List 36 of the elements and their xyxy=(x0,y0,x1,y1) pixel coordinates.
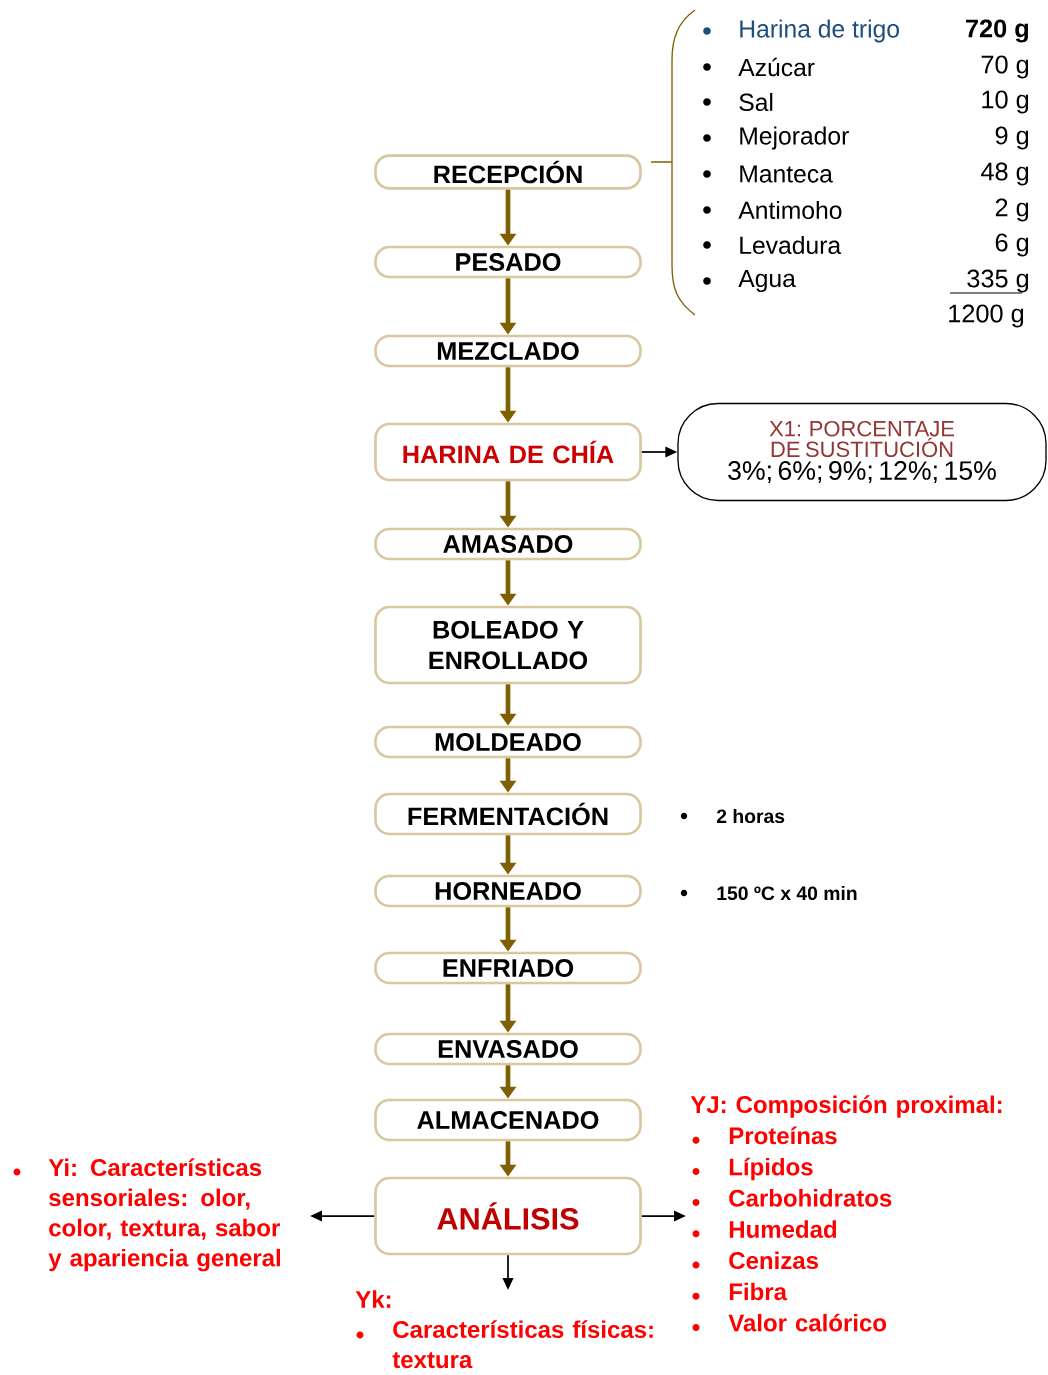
ingredient-name: Levadura xyxy=(740,235,842,255)
process-box: ALMACENADO xyxy=(374,1098,642,1142)
process-box: MOLDEADO xyxy=(374,725,642,759)
ingredient-amount: 10 g xyxy=(982,90,1029,114)
process-box: MEZCLADO xyxy=(374,334,642,368)
ingredient-amount: 48 g xyxy=(981,162,1029,186)
ingredient-amount: 720 g xyxy=(966,19,1028,43)
total-amount: 1200 g xyxy=(949,304,1024,328)
process-box: AMASADO xyxy=(374,527,642,561)
response-text: Yk: Características físicas: textura xyxy=(355,1290,653,1369)
ingredient-amount: 6 g xyxy=(995,233,1029,257)
process-box: BOLEADO Y ENROLLADO xyxy=(374,605,642,685)
ingredient-amount: 70 g xyxy=(981,55,1029,79)
process-note: 150 ºC x 40 min xyxy=(717,885,857,901)
process-box: HORNEADO xyxy=(374,874,642,908)
ingredient-name: Manteca xyxy=(740,165,833,183)
ingredient-amount: 9 g xyxy=(995,126,1029,150)
ingredient-amount: 335 g xyxy=(967,269,1029,293)
ingredient-name: Azúcar xyxy=(738,57,815,77)
parameter-box: X1: PORCENTAJE DE SUSTITUCIÓN 3%; 6%; 9%; 12%; 15% xyxy=(677,402,1047,502)
process-box: HARINA DE CHÍA xyxy=(374,422,642,482)
process-box: FERMENTACIÓN xyxy=(374,792,642,836)
response-text: Yi: Características sensoriales: olor, color, textura, sabor y apariencia general xyxy=(48,1158,280,1272)
ingredient-name: Antimoho xyxy=(738,200,842,220)
ingredient-name: Harina de trigo xyxy=(740,19,899,43)
ingredient-name: Mejorador xyxy=(740,126,849,150)
process-box: ENFRIADO xyxy=(374,951,642,985)
process-box: ANÁLISIS xyxy=(374,1176,642,1256)
ingredient-amount: 2 g xyxy=(995,198,1029,222)
ingredient-name: Agua xyxy=(738,269,796,293)
process-box: ENVASADO xyxy=(374,1032,642,1066)
process-note: 2 horas xyxy=(716,808,785,824)
process-box: PESADO xyxy=(374,245,642,279)
ingredient-name: Sal xyxy=(739,92,773,112)
response-list: YJ: Composición proximal: Proteínas Lípidos Carbohidratos Humedad Cenizas Fibra Valor calórico xyxy=(690,1095,1002,1332)
process-box: RECEPCIÓN xyxy=(374,154,642,190)
